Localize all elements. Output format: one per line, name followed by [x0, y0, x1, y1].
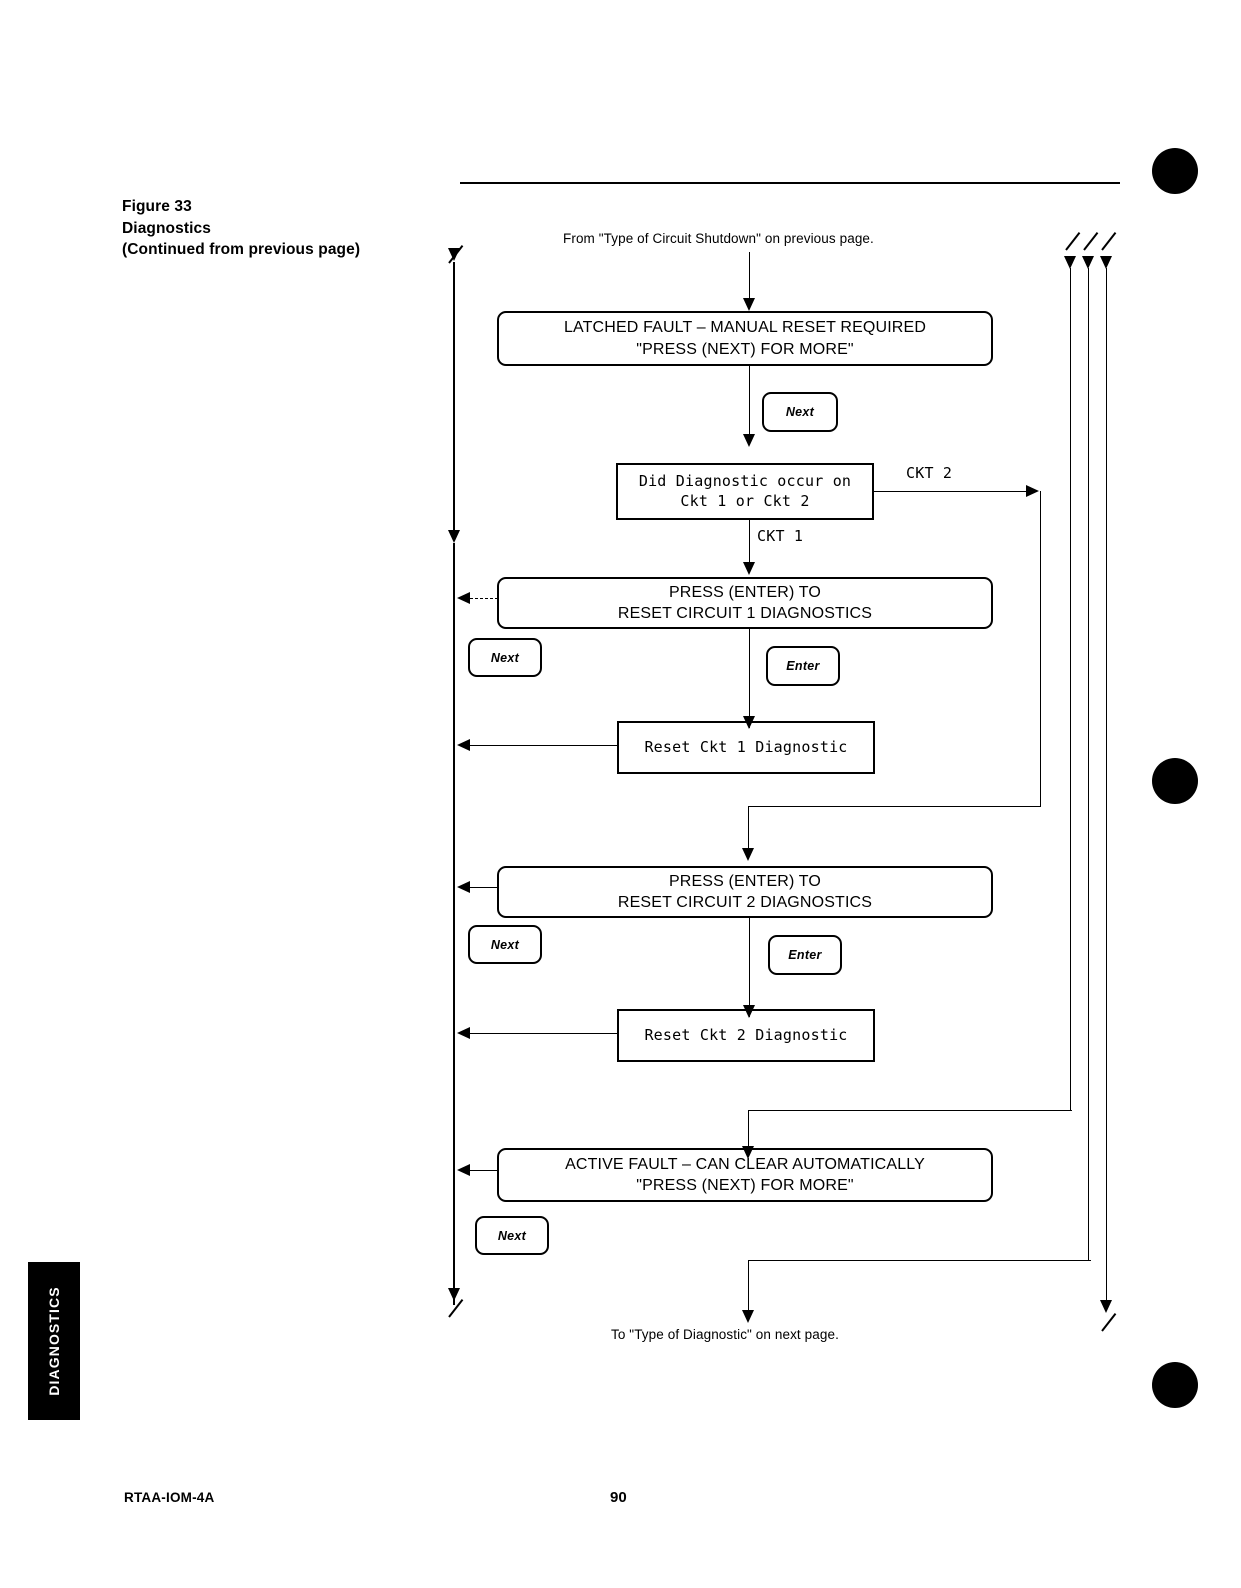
arrowhead-return-reset-ckt2 — [457, 1027, 470, 1039]
key-next-2[interactable]: Next — [468, 638, 542, 677]
arrowhead-to-next-page — [742, 1310, 754, 1323]
decision-line1: Did Diagnostic occur on — [638, 471, 852, 490]
arrowhead-into-latched-fault — [743, 298, 755, 311]
key-next-4[interactable]: Next — [475, 1216, 549, 1255]
node-press-enter-reset-ckt2: PRESS (ENTER) TO RESET CIRCUIT 2 DIAGNOS… — [497, 866, 993, 918]
node-reset-ckt1-diagnostic: Reset Ckt 1 Diagnostic — [617, 721, 875, 774]
edge-to-next-page-down — [748, 1260, 749, 1318]
edge-next-return-ckt2 — [470, 887, 498, 888]
active-fault-line2: "PRESS (NEXT) FOR MORE" — [636, 1177, 854, 1194]
left-return-bus-lower — [453, 543, 455, 1305]
edge-rightbus2-left — [748, 1260, 1091, 1261]
arrowhead-return-reset-ckt1 — [457, 739, 470, 751]
sidebar-tab-diagnostics: DIAGNOSTICS — [28, 1262, 80, 1420]
right-bus3-break-tick — [1101, 232, 1117, 251]
reset-ckt2-line1: Reset Ckt 2 Diagnostic — [644, 1025, 848, 1044]
edge-reset-ckt1-return — [470, 745, 618, 746]
press-enter-ckt2-line1: PRESS (ENTER) TO — [668, 872, 822, 890]
right-return-bus-3 — [1106, 268, 1107, 1308]
arrowhead-into-reset-ckt2 — [743, 1005, 755, 1018]
node-latched-fault: LATCHED FAULT – MANUAL RESET REQUIRED "P… — [497, 311, 993, 366]
press-enter-ckt1-line1: PRESS (ENTER) TO — [668, 583, 822, 601]
arrowhead-into-press-enter-ckt1 — [743, 562, 755, 575]
arrowhead-return-ckt2-prompt — [457, 881, 470, 893]
node-press-enter-reset-ckt1: PRESS (ENTER) TO RESET CIRCUIT 1 DIAGNOS… — [497, 577, 993, 629]
registration-dot-top — [1152, 148, 1198, 194]
active-fault-line1: ACTIVE FAULT – CAN CLEAR AUTOMATICALLY — [565, 1155, 925, 1173]
right-bus2-break-tick — [1083, 232, 1099, 251]
footer-page-number: 90 — [610, 1489, 627, 1506]
figure-caption: Figure 33 Diagnostics (Continued from pr… — [122, 196, 452, 261]
arrowhead-ckt2-turn — [1026, 485, 1039, 497]
edge-ckt1-down — [749, 520, 750, 568]
from-previous-page-note: From "Type of Circuit Shutdown" on previ… — [563, 231, 874, 246]
arrowhead-right-bus1-top — [1064, 256, 1076, 269]
edge-reset-ckt2-return — [470, 1033, 618, 1034]
node-decision-which-circuit: Did Diagnostic occur on Ckt 1 or Ckt 2 — [616, 463, 874, 520]
right-return-bus-1 — [1070, 268, 1071, 1110]
key-enter-2[interactable]: Enter — [768, 935, 842, 975]
registration-dot-bottom — [1152, 1362, 1198, 1408]
arrowhead-left-bus-mid — [448, 530, 460, 543]
latched-fault-line2: "PRESS (NEXT) FOR MORE" — [636, 340, 854, 358]
edge-enter-to-reset-ckt2 — [749, 918, 750, 1017]
edge-enter-to-reset-ckt1 — [749, 629, 750, 728]
edge-rightbus1-left — [748, 1110, 1072, 1111]
footer-document-code: RTAA-IOM-4A — [124, 1490, 215, 1505]
press-enter-ckt2-line2: RESET CIRCUIT 2 DIAGNOSTICS — [617, 894, 873, 911]
latched-fault-line1: LATCHED FAULT – MANUAL RESET REQUIRED — [563, 319, 927, 337]
key-next-1[interactable]: Next — [762, 392, 838, 432]
edge-ckt2-right — [874, 491, 1030, 492]
key-next-3[interactable]: Next — [468, 925, 542, 964]
to-next-page-note: To "Type of Diagnostic" on next page. — [611, 1327, 839, 1342]
figure-title-line2: Diagnostics — [122, 219, 211, 237]
right-bus3-break-tick-bottom — [1101, 1313, 1117, 1332]
press-enter-ckt1-line2: RESET CIRCUIT 1 DIAGNOSTICS — [617, 605, 873, 622]
reset-ckt1-line1: Reset Ckt 1 Diagnostic — [644, 737, 848, 756]
edge-note-to-latched — [749, 252, 750, 302]
arrowhead-right-bus2-top — [1082, 256, 1094, 269]
figure-title-line1: Figure 33 — [122, 198, 192, 215]
registration-dot-middle — [1152, 758, 1198, 804]
top-rule — [460, 182, 1120, 184]
arrowhead-left-bus-bottom — [448, 1288, 460, 1301]
edge-ckt2-left — [748, 806, 1041, 807]
left-bus-break-tick-bottom — [448, 1299, 464, 1318]
node-active-fault: ACTIVE FAULT – CAN CLEAR AUTOMATICALLY "… — [497, 1148, 993, 1202]
arrowhead-into-decision — [743, 434, 755, 447]
edge-rightbus1-down — [748, 1110, 749, 1154]
edge-ckt2-down — [1040, 491, 1041, 806]
arrowhead-return-active-fault — [457, 1164, 470, 1176]
arrowhead-right-bus3-top — [1100, 256, 1112, 269]
edge-ckt2-into-ckt2-box — [748, 806, 749, 856]
right-bus1-break-tick — [1065, 232, 1081, 251]
left-return-bus-upper — [453, 262, 455, 540]
arrowhead-left-bus-top — [448, 248, 460, 261]
edge-label-ckt2: CKT 2 — [906, 464, 953, 482]
arrowhead-into-press-enter-ckt2 — [742, 848, 754, 861]
arrowhead-right-bus3-bottom — [1100, 1300, 1112, 1313]
edge-next-return-ckt1 — [470, 598, 498, 599]
figure-title-line3: (Continued from previous page) — [122, 241, 361, 258]
edge-label-ckt1: CKT 1 — [757, 527, 804, 545]
edge-latched-to-decision — [749, 366, 750, 438]
key-enter-1[interactable]: Enter — [766, 646, 840, 686]
decision-line2: Ckt 1 or Ckt 2 — [680, 491, 810, 510]
right-return-bus-2 — [1088, 268, 1089, 1260]
arrowhead-return-ckt1-prompt — [457, 592, 470, 604]
edge-next-return-active-fault — [470, 1170, 498, 1171]
sidebar-tab-label: DIAGNOSTICS — [46, 1286, 62, 1396]
node-reset-ckt2-diagnostic: Reset Ckt 2 Diagnostic — [617, 1009, 875, 1062]
